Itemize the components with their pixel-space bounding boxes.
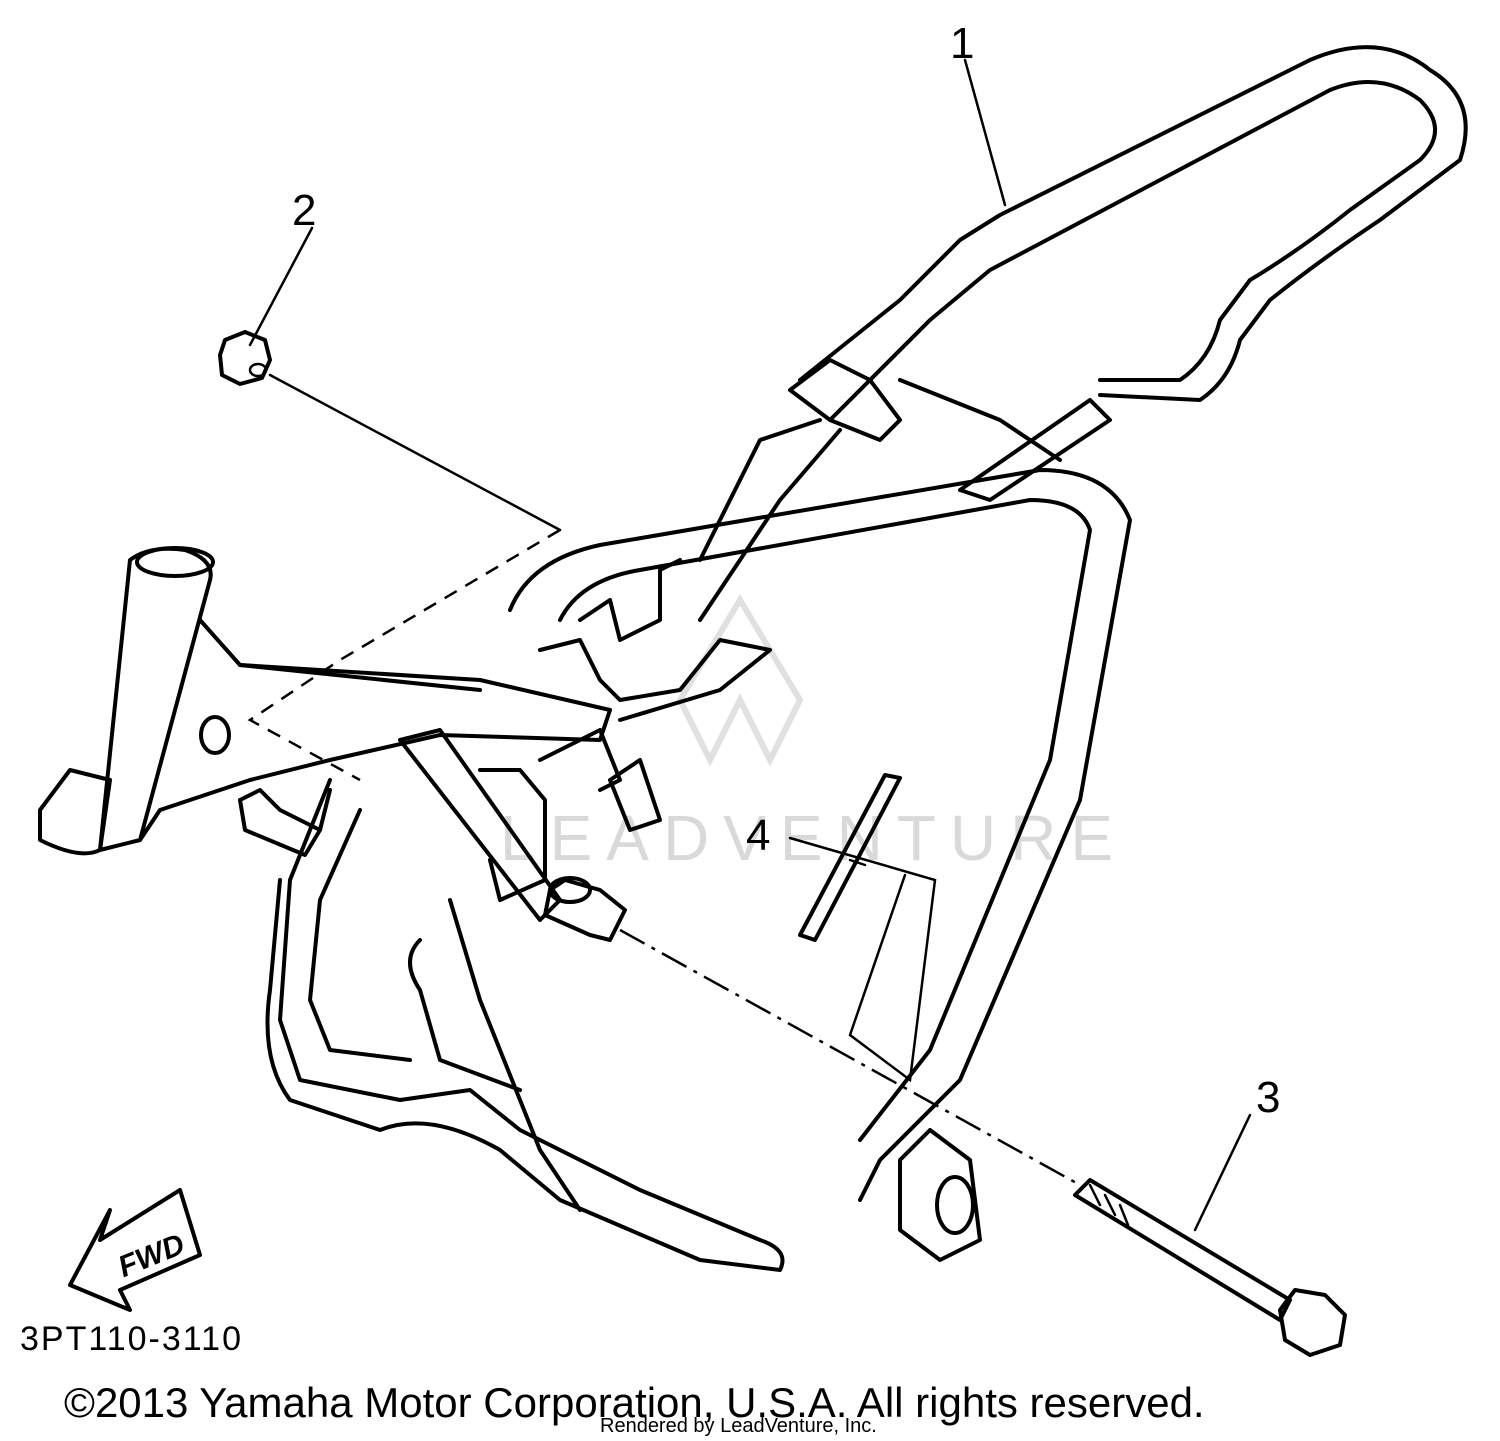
callout-1: 1 xyxy=(950,19,974,68)
forward-direction-arrow: FWD xyxy=(68,1188,202,1312)
watermark: LEADVENTURE xyxy=(500,594,1127,874)
callout-2: 2 xyxy=(292,186,316,235)
callout-3: 3 xyxy=(1256,1073,1280,1122)
copyright-notice: ©2013 Yamaha Motor Corporation, U.S.A. A… xyxy=(64,1379,1205,1426)
watermark-text: LEADVENTURE xyxy=(500,802,1127,874)
assembly-lines xyxy=(247,373,1081,1187)
part-2-nut[interactable] xyxy=(218,330,272,386)
diagram-code: 3PT110-3110 xyxy=(20,1320,243,1358)
leader-lines xyxy=(248,58,1252,1232)
part-3-bolt[interactable] xyxy=(1073,1178,1347,1357)
part-4-pin[interactable] xyxy=(798,773,902,942)
render-note: Rendered by LeadVenture, Inc. xyxy=(600,1415,877,1437)
main-frame xyxy=(38,468,1132,1272)
callout-4: 4 xyxy=(746,811,770,860)
part-1-rear-frame[interactable] xyxy=(698,45,1468,622)
